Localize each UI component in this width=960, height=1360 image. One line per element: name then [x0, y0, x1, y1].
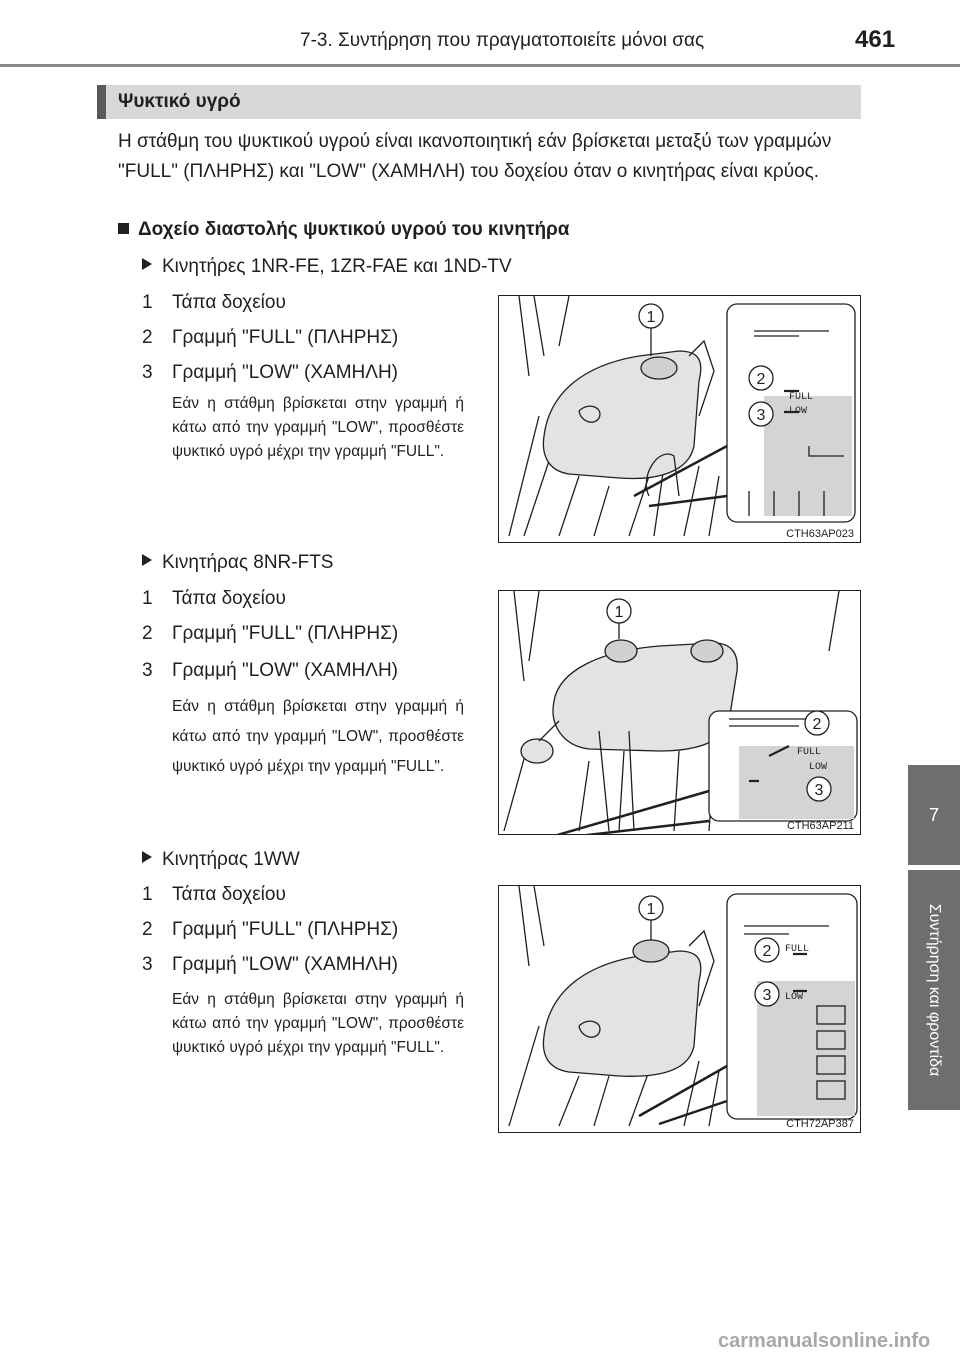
low-mark-label: LOW [809, 762, 827, 773]
note-text: Εάν η στάθμη βρίσκεται στην γραμμή ή κάτ… [172, 991, 464, 1056]
note-text: Εάν η στάθμη βρίσκεται στην γραμμή ή κάτ… [172, 698, 464, 775]
section-title-bar: Ψυκτικό υγρό [97, 85, 861, 119]
engine-heading-text: Κινητήρας 1WW [162, 849, 300, 870]
callout-2: 2 [757, 371, 766, 388]
chapter-tab-title-text: Συντήρηση και φροντίδα [926, 903, 943, 1077]
subheading-text: Δοχείο διαστολής ψυκτικού υγρού του κινη… [138, 219, 570, 240]
item-number: 1 [142, 588, 153, 609]
item-number: 3 [142, 660, 153, 681]
triangle-bullet-icon [142, 258, 152, 270]
chapter-tab-number: 7 [908, 765, 960, 865]
subheading: Δοχείο διαστολής ψυκτικού υγρού του κινη… [118, 219, 569, 241]
item-label: Γραμμή "LOW" (ΧΑΜΗΛΗ) [172, 660, 399, 681]
engine-heading: Κινητήρας 8NR-FTS [142, 552, 333, 574]
callout-3: 3 [757, 407, 766, 424]
item-label: Τάπα δοχείου [172, 292, 286, 313]
figure-code: CTH72AP387 [786, 1118, 854, 1130]
item-number: 2 [142, 623, 153, 644]
triangle-bullet-icon [142, 554, 152, 566]
callout-3: 3 [815, 782, 824, 799]
engine-heading-text: Κινητήρας 8NR-FTS [162, 552, 334, 573]
header-divider [0, 64, 960, 67]
item-label: Τάπα δοχείου [172, 884, 286, 905]
full-mark-label: FULL [797, 747, 821, 758]
item-number: 1 [142, 292, 153, 313]
item-label: Τάπα δοχείου [172, 588, 286, 609]
figure-coolant-reservoir-3: FULL LOW 1 2 3 CTH72AP387 [498, 885, 861, 1133]
running-header-section: 7-3. Συντήρηση που πραγματοποιείτε μόνοι… [300, 30, 705, 51]
section-title: Ψυκτικό υγρό [118, 91, 241, 112]
item-number: 1 [142, 884, 153, 905]
square-bullet-icon [118, 223, 129, 234]
low-mark-label: LOW [785, 992, 803, 1003]
engine-bay-illustration: FULL LOW 1 2 3 [503, 591, 858, 834]
note-text: Εάν η στάθμη βρίσκεται στην γραμμή ή κάτ… [172, 395, 464, 460]
item-label: Γραμμή "FULL" (ΠΛΗΡΗΣ) [172, 623, 399, 644]
chapter-tab-title: Συντήρηση και φροντίδα [908, 870, 960, 1110]
item-label: Γραμμή "FULL" (ΠΛΗΡΗΣ) [172, 327, 399, 348]
engine-heading: Κινητήρες 1NR-FE, 1ZR-FAE και 1ND-TV [142, 256, 512, 278]
triangle-bullet-icon [142, 851, 152, 863]
engine-heading: Κινητήρας 1WW [142, 849, 300, 871]
engine-bay-illustration: FULL LOW 1 2 3 [508, 296, 856, 537]
callout-1: 1 [615, 604, 624, 621]
figure-coolant-reservoir-2: FULL LOW 1 2 3 CTH63AP211 [498, 590, 861, 835]
item-number: 2 [142, 327, 153, 348]
item-number: 2 [142, 919, 153, 940]
item-label: Γραμμή "FULL" (ΠΛΗΡΗΣ) [172, 919, 399, 940]
engine-bay-illustration: FULL LOW 1 2 3 [508, 886, 858, 1127]
engine-heading-text: Κινητήρες 1NR-FE, 1ZR-FAE και 1ND-TV [162, 256, 512, 277]
callout-2: 2 [813, 716, 822, 733]
full-mark-label: FULL [785, 944, 809, 955]
figure-code: CTH63AP023 [786, 528, 854, 540]
callout-1: 1 [647, 901, 656, 918]
callout-3: 3 [763, 987, 772, 1004]
callout-1: 1 [647, 309, 656, 326]
intro-paragraph: Η στάθμη του ψυκτικού υγρού είναι ικανοπ… [118, 131, 832, 182]
item-number: 3 [142, 954, 153, 975]
low-mark-label: LOW [789, 406, 807, 417]
full-mark-label: FULL [789, 392, 813, 403]
watermark: carmanualsonline.info [718, 1330, 931, 1352]
callout-2: 2 [763, 943, 772, 960]
item-label: Γραμμή "LOW" (ΧΑΜΗΛΗ) [172, 362, 399, 383]
page-number: 461 [855, 26, 896, 53]
item-number: 3 [142, 362, 153, 383]
figure-coolant-reservoir-1: FULL LOW 1 2 3 CTH63AP023 [498, 295, 861, 543]
figure-code: CTH63AP211 [786, 820, 854, 832]
item-label: Γραμμή "LOW" (ΧΑΜΗΛΗ) [172, 954, 399, 975]
